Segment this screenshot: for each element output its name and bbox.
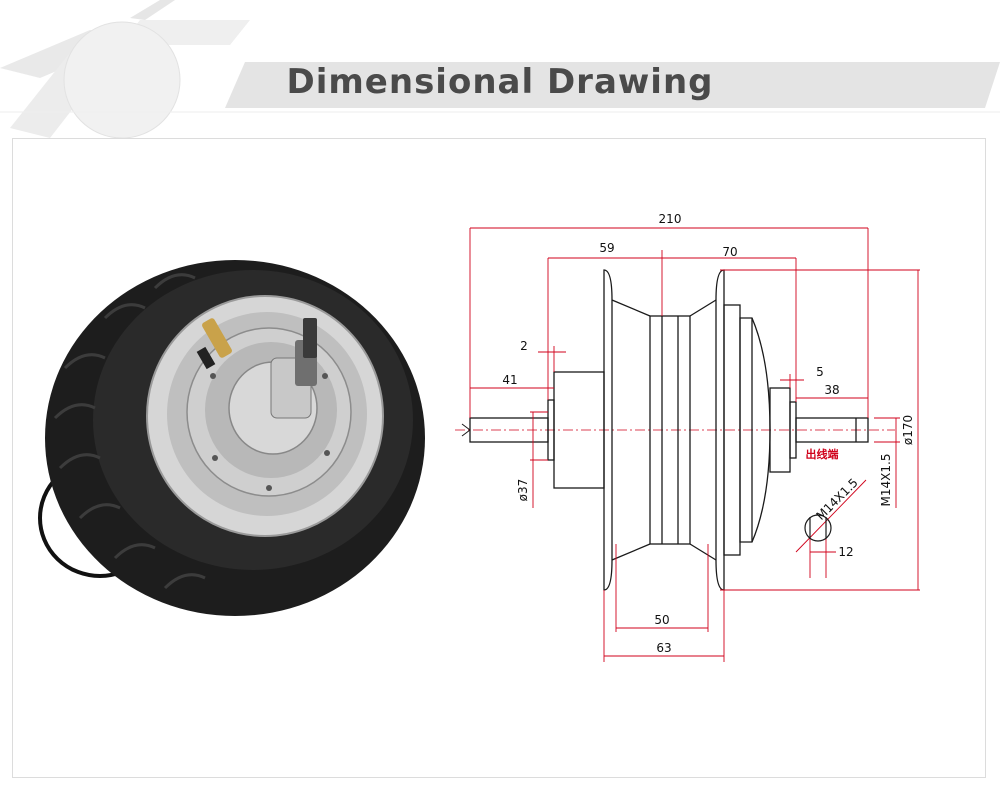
dim-thread-vertical: M14X1.5 xyxy=(879,454,893,507)
dim-width-70: 70 xyxy=(722,245,737,259)
page-title: Dimensional Drawing xyxy=(286,62,714,102)
dim-gap-2: 2 xyxy=(520,339,528,353)
dim-diameter-170: ø170 xyxy=(901,415,915,445)
dim-shaft-38: 38 xyxy=(824,383,839,397)
dimensional-drawing: 210 59 70 2 41 5 38 ø170 ø37 M14X1.5 M14… xyxy=(455,212,920,662)
dim-offset-59: 59 xyxy=(599,241,614,255)
header-banner xyxy=(0,0,1000,139)
dim-rim-63: 63 xyxy=(656,641,671,655)
dim-overall-length: 210 xyxy=(659,212,682,226)
dim-gap-5: 5 xyxy=(816,365,824,379)
dim-rim-50: 50 xyxy=(654,613,669,627)
dim-diameter-37: ø37 xyxy=(516,479,530,502)
hub-motor-photo xyxy=(38,260,425,616)
dim-thread-diagonal: M14X1.5 xyxy=(814,476,861,523)
dim-flat-12: 12 xyxy=(838,545,853,559)
dim-shaft-41: 41 xyxy=(502,373,517,387)
cable-outlet-label: 出线端 xyxy=(806,447,839,461)
